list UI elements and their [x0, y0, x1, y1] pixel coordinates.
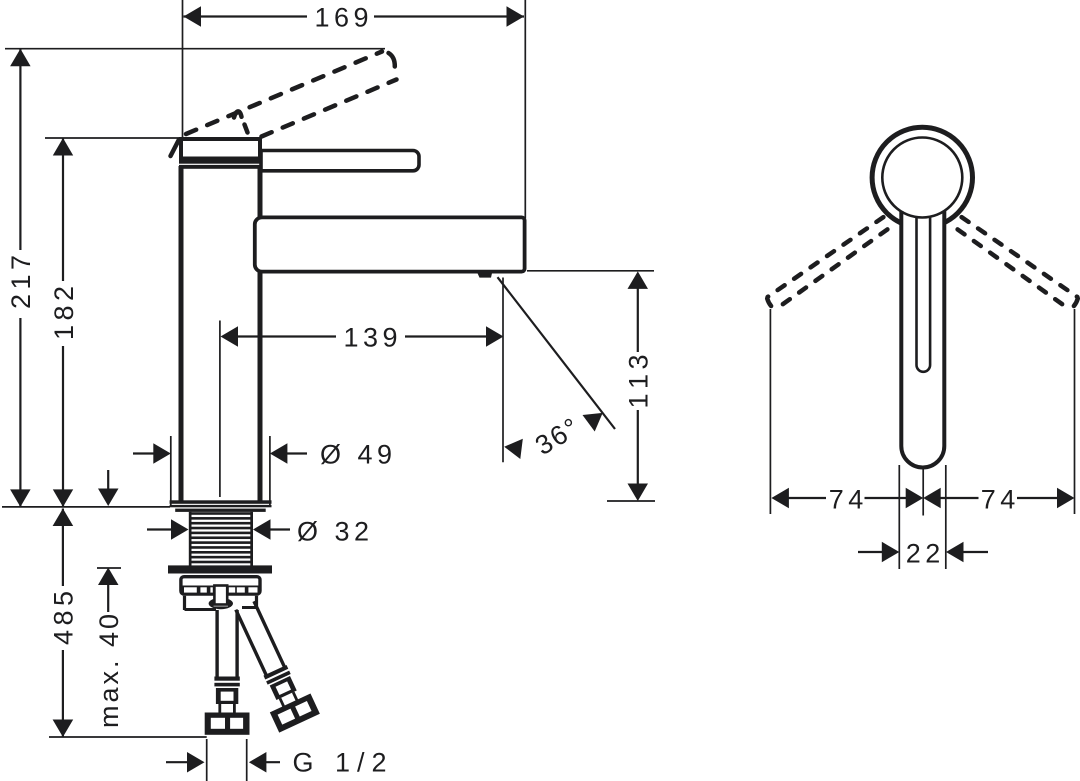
svg-text:8: 8: [49, 610, 79, 625]
svg-text:Ø: Ø: [297, 516, 318, 546]
svg-text:2: 2: [372, 747, 387, 777]
svg-text:2: 2: [354, 516, 369, 546]
svg-text:2: 2: [49, 286, 79, 301]
svg-text:4: 4: [94, 632, 124, 647]
svg-text:5: 5: [49, 591, 79, 606]
svg-text:.: .: [94, 660, 124, 668]
svg-text:6: 6: [334, 2, 349, 32]
svg-text:4: 4: [1000, 484, 1015, 514]
svg-text:/: /: [357, 747, 365, 777]
svg-text:7: 7: [6, 255, 36, 270]
svg-text:2: 2: [925, 538, 940, 568]
svg-text:x: x: [94, 671, 124, 685]
svg-text:9: 9: [383, 322, 398, 352]
svg-text:1: 1: [314, 2, 329, 32]
svg-text:2: 2: [906, 538, 921, 568]
svg-text:4: 4: [358, 439, 373, 469]
svg-text:1: 1: [49, 325, 79, 340]
svg-text:7: 7: [981, 484, 996, 514]
svg-text:1: 1: [335, 747, 350, 777]
svg-text:m: m: [94, 706, 124, 729]
svg-text:9: 9: [377, 439, 392, 469]
svg-text:8: 8: [49, 305, 79, 320]
svg-text:3: 3: [335, 516, 350, 546]
svg-text:7: 7: [829, 484, 844, 514]
svg-text:1: 1: [6, 274, 36, 289]
svg-text:4: 4: [49, 630, 79, 645]
svg-text:1: 1: [343, 322, 358, 352]
svg-text:9: 9: [354, 2, 369, 32]
svg-text:G: G: [292, 747, 313, 777]
svg-text:3: 3: [624, 354, 654, 369]
svg-text:4: 4: [848, 484, 863, 514]
svg-text:2: 2: [6, 294, 36, 309]
svg-text:Ø: Ø: [320, 439, 341, 469]
svg-text:1: 1: [624, 374, 654, 389]
svg-text:3: 3: [363, 322, 378, 352]
svg-text:0: 0: [94, 614, 124, 629]
svg-text:1: 1: [624, 393, 654, 408]
svg-text:a: a: [94, 687, 124, 703]
